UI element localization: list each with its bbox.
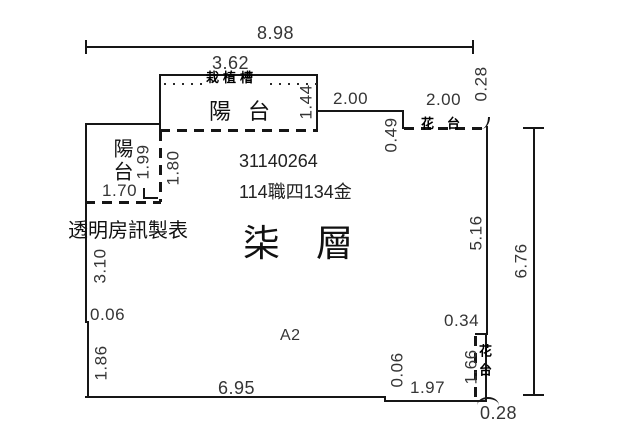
- dash-left-balcony-bottom: [85, 201, 161, 204]
- balcony-top-label: 陽台: [209, 99, 288, 124]
- maker-watermark: 透明房訊製表: [68, 220, 188, 242]
- unit-label: A2: [280, 327, 301, 344]
- dim-right-wall-inner: 5.16: [466, 215, 486, 251]
- dim-bracket-170-v: [143, 188, 145, 199]
- dash-left-balcony-right: [159, 131, 162, 202]
- flower-bed-top-label: 花台: [421, 116, 474, 131]
- dim-left-wall-upper: 3.10: [90, 248, 110, 284]
- wall-top-balcony-right: [316, 74, 318, 132]
- dim-top-right-offset: 0.28: [471, 66, 491, 102]
- dim-top-wall-b: 2.00: [426, 90, 462, 109]
- dim-bracket-170-h: [143, 197, 158, 199]
- dash-flower-bed-top: [404, 127, 488, 130]
- wall-top-balcony-left: [159, 74, 161, 132]
- wall-bottom-right: [384, 400, 487, 402]
- dim-cap-bottom: [523, 394, 544, 396]
- dim-bottom-jog: 0.06: [387, 352, 407, 388]
- dim-left-wall-jog: 0.06: [90, 305, 126, 324]
- registration-code: 114職四134金: [239, 182, 352, 202]
- dim-line-total-height: [533, 128, 535, 396]
- wall-step-034: [475, 333, 488, 335]
- planter-label: 栽植槽: [206, 70, 258, 85]
- dim-tick-left: [85, 40, 87, 54]
- dim-bottom-right-step: 0.34: [444, 311, 480, 330]
- dim-bottom-right-width: 1.97: [410, 378, 446, 397]
- wall-left-lower: [87, 321, 89, 398]
- dim-top-wall-a: 2.00: [333, 89, 369, 108]
- dim-bottom-right-offset: 0.28: [480, 403, 518, 423]
- wall-left-balcony-top: [85, 123, 161, 125]
- leader-arc-bottom-right: [477, 397, 499, 408]
- floor-label: 柒層: [243, 223, 389, 264]
- wall-right: [486, 126, 488, 335]
- balcony-left-label: 陽台: [110, 138, 132, 184]
- dim-right-total-height: 6.76: [511, 243, 531, 279]
- flower-bed-right-label: 花台: [477, 344, 492, 382]
- dim-bottom-width: 6.95: [218, 378, 256, 398]
- dim-left-balcony-depth-inner: 1.80: [163, 150, 183, 186]
- dash-top-balcony-bottom: [160, 129, 317, 132]
- dotted-planter-right: [270, 83, 317, 85]
- dim-cap-top: [523, 127, 544, 129]
- wall-bottom-jog: [384, 396, 386, 402]
- dim-top-balcony-depth: 1.44: [296, 84, 316, 120]
- dim-line-total-width: [86, 46, 474, 48]
- dim-right-step: 0.49: [381, 117, 401, 153]
- dim-top-balcony-width: 3.62: [212, 53, 250, 73]
- dim-left-wall-lower: 1.86: [91, 345, 111, 381]
- wall-top-balcony-top: [159, 74, 318, 76]
- dim-left-balcony-width: 1.70: [102, 181, 138, 200]
- wall-bottom-left: [85, 396, 385, 398]
- dim-total-width: 8.98: [257, 23, 295, 43]
- dim-left-balcony-depth-outer: 1.99: [133, 144, 153, 180]
- wall-left-upper: [85, 123, 87, 323]
- dim-tick-right: [472, 40, 474, 54]
- dash-flower-strip-left: [474, 336, 477, 398]
- serial-number: 31140264: [239, 151, 318, 171]
- wall-top-right: [316, 110, 404, 112]
- wall-flower-strip-right: [485, 333, 487, 402]
- leader-arc-top-right: [479, 117, 490, 129]
- wall-step-049: [402, 110, 404, 129]
- dotted-planter-left: [164, 83, 206, 85]
